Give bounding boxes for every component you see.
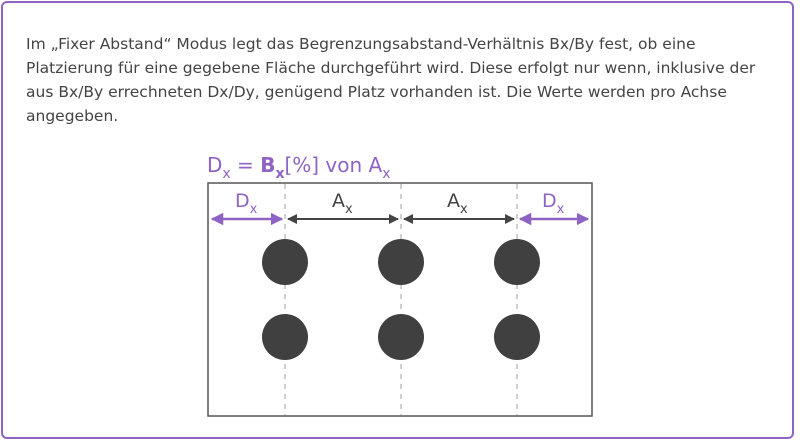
ax-2-label: Ax — [447, 190, 468, 217]
placement-dot — [494, 239, 540, 285]
placement-dot — [262, 239, 308, 285]
placement-dot — [262, 314, 308, 360]
placement-dot — [494, 314, 540, 360]
dx-right-label: Dx — [542, 190, 565, 217]
placement-dot — [378, 239, 424, 285]
formula-label: Dx = Bx[%] von Ax — [207, 153, 391, 182]
description-text: Im „Fixer Abstand“ Modus legt das Begren… — [26, 35, 756, 125]
placement-dot — [378, 314, 424, 360]
ax-1-label: Ax — [332, 190, 353, 217]
dx-left-label: Dx — [235, 190, 258, 217]
